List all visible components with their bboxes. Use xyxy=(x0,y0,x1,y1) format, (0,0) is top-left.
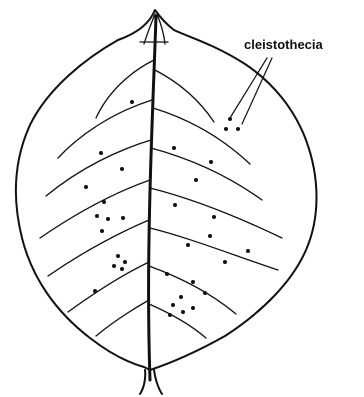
right-veins xyxy=(149,70,282,338)
cleistothecia-label: cleistothecia xyxy=(244,37,324,52)
leaf-outline xyxy=(16,10,317,370)
left-veins xyxy=(40,60,154,336)
